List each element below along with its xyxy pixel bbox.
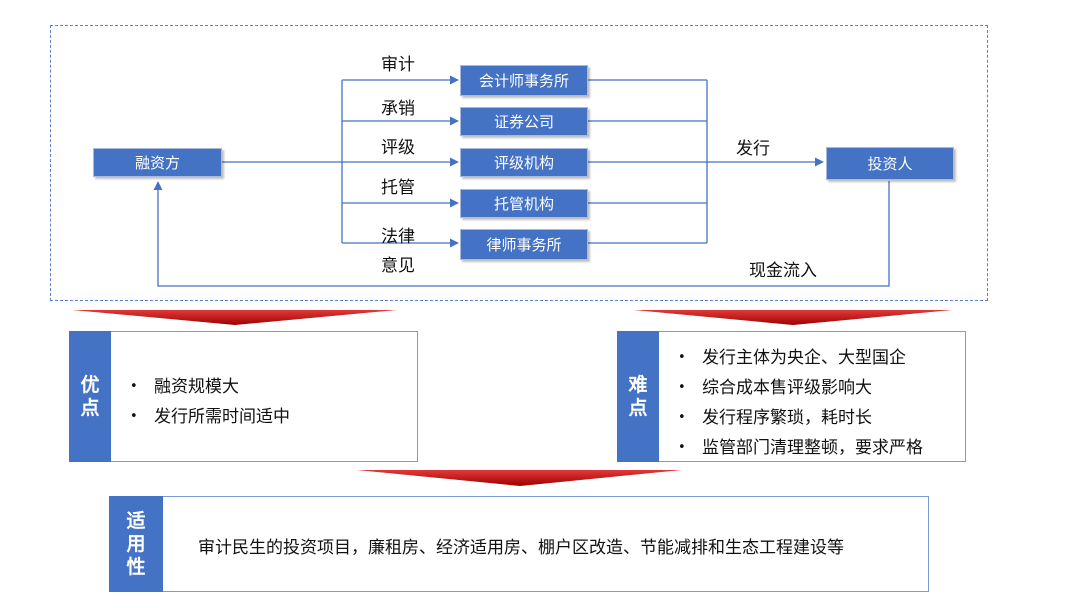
applicability-tag-char: 性 — [126, 555, 146, 578]
edge-label-custody: 托管 — [381, 178, 415, 198]
intermediary-label: 托管机构 — [493, 195, 554, 213]
financier-label: 融资方 — [134, 154, 180, 172]
edge-label-issue: 发行 — [736, 139, 770, 159]
applicability-box — [109, 496, 929, 592]
edge-label-legal: 法律 — [381, 227, 415, 247]
edge-label-cashflow: 现金流入 — [749, 261, 817, 281]
pros-tag-char: 优 — [80, 373, 100, 396]
intermediary-label: 会计师事务所 — [478, 72, 569, 90]
applicability-tag-char: 适 — [126, 509, 146, 532]
applicability-tag-char: 用 — [126, 532, 146, 555]
investor-node: 投资人 — [826, 147, 954, 180]
flow-frame — [50, 25, 988, 301]
applicability-tag: 适 用 性 — [109, 496, 163, 592]
intermediary-node-2: 证券公司 — [460, 107, 588, 136]
list-item: 综合成本售评级影响大 — [676, 373, 923, 403]
edge-label-rating: 评级 — [381, 138, 415, 158]
list-item: 监管部门清理整顿，要求严格 — [676, 433, 923, 463]
applicability-text: 审计民生的投资项目，廉租房、经济适用房、棚户区改造、节能减排和生态工程建设等 — [198, 538, 844, 558]
financier-node: 融资方 — [93, 148, 222, 177]
list-item: 发行所需时间适中 — [128, 402, 290, 432]
list-item: 发行主体为央企、大型国企 — [676, 343, 923, 373]
list-item: 融资规模大 — [128, 372, 290, 402]
edge-label-opinion: 意见 — [381, 256, 415, 276]
intermediary-label: 律师事务所 — [486, 236, 562, 254]
intermediary-node-5: 律师事务所 — [460, 229, 588, 260]
pros-tag-char: 点 — [80, 396, 100, 419]
cons-list: 发行主体为央企、大型国企 综合成本售评级影响大 发行程序繁琐，耗时长 监管部门清… — [676, 343, 923, 463]
list-item: 发行程序繁琐，耗时长 — [676, 403, 923, 433]
pros-list: 融资规模大 发行所需时间适中 — [128, 372, 290, 432]
intermediary-node-3: 评级机构 — [460, 148, 588, 177]
pros-tag: 优 点 — [69, 331, 111, 462]
intermediary-label: 证券公司 — [493, 113, 554, 131]
edge-label-audit: 审计 — [381, 55, 415, 75]
intermediary-node-4: 托管机构 — [460, 189, 588, 218]
investor-label: 投资人 — [867, 155, 913, 173]
connector-cashflow — [153, 181, 890, 287]
cons-tag-char: 难 — [628, 373, 648, 396]
intermediary-node-1: 会计师事务所 — [460, 65, 588, 96]
cons-tag: 难 点 — [617, 331, 659, 462]
cons-tag-char: 点 — [628, 396, 648, 419]
edge-label-underwrite: 承销 — [381, 99, 415, 119]
intermediary-label: 评级机构 — [493, 154, 554, 172]
